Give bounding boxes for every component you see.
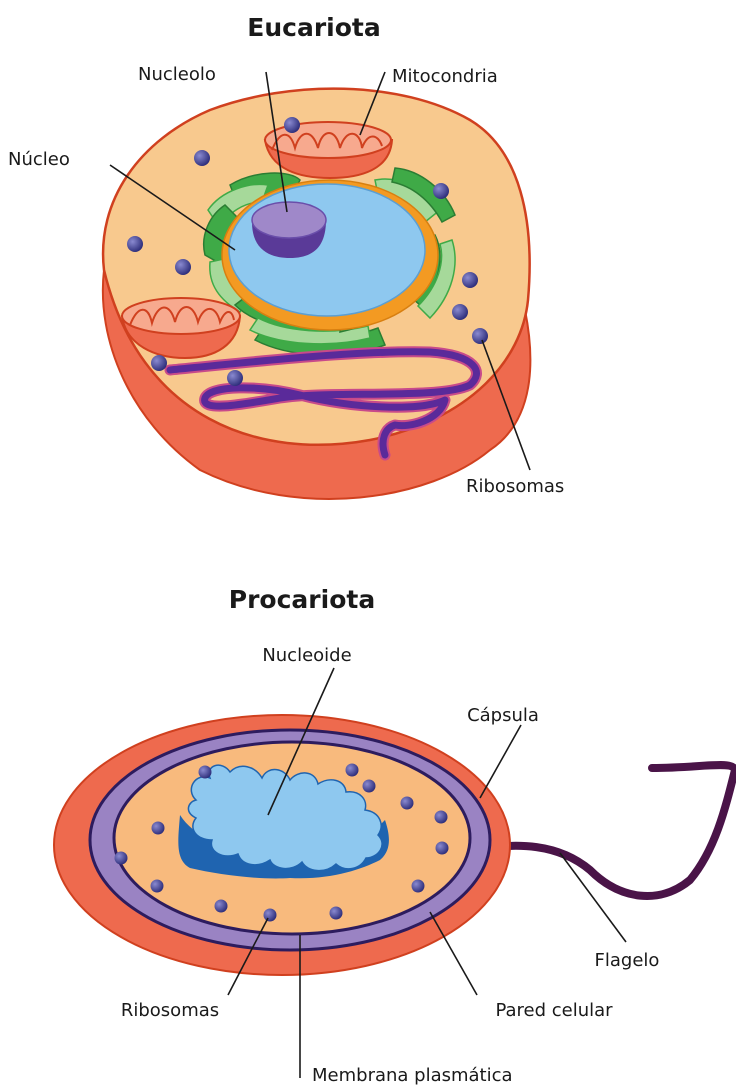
eukaryotic-cell xyxy=(103,72,531,499)
label-nucleoid: Nucleoide xyxy=(262,645,351,666)
label-capsule: Cápsula xyxy=(467,705,539,726)
label-nucleus: Núcleo xyxy=(8,149,70,170)
eukaryote-title: Eucariota xyxy=(247,13,380,42)
prokaryote-title: Procariota xyxy=(229,585,375,614)
label-eukaryote-ribosomes: Ribosomas xyxy=(466,476,564,497)
label-mitochondria: Mitocondria xyxy=(392,66,498,87)
label-nucleolus: Nucleolo xyxy=(138,64,216,85)
label-prokaryote-ribosomes: Ribosomas xyxy=(121,1000,219,1021)
nucleolus xyxy=(252,202,326,258)
label-plasma-membrane: Membrana plasmática xyxy=(312,1065,513,1086)
label-flagellum: Flagelo xyxy=(595,950,660,971)
label-cell-wall: Pared celular xyxy=(495,1000,613,1021)
nucleus xyxy=(229,184,425,316)
